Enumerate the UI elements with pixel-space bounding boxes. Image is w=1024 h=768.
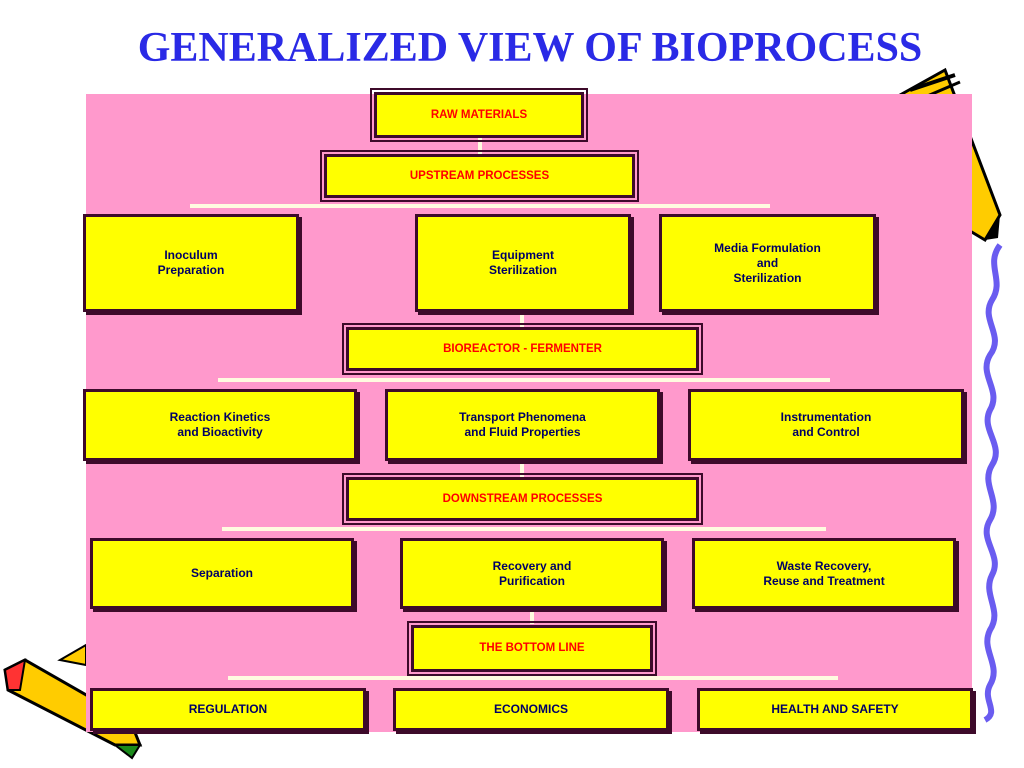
instrumentation-control-box: Instrumentation and Control	[688, 389, 964, 461]
transport-phenomena-box: Transport Phenomena and Fluid Properties	[385, 389, 660, 461]
slide-title: GENERALIZED VIEW OF BIOPROCESS	[137, 25, 923, 71]
inoculum-preparation-box: Inoculum Preparation	[83, 214, 299, 312]
connector	[478, 138, 482, 154]
regulation-box: REGULATION	[90, 688, 366, 731]
bioreactor-fermenter-box: BIOREACTOR - FERMENTER	[342, 323, 703, 375]
raw-materials-box: RAW MATERIALS	[370, 88, 588, 142]
reaction-kinetics-box: Reaction Kinetics and Bioactivity	[83, 389, 357, 461]
connector	[222, 527, 826, 531]
squiggle-border	[983, 243, 1003, 723]
waste-recovery-box: Waste Recovery, Reuse and Treatment	[692, 538, 956, 609]
bottom-line-box: THE BOTTOM LINE	[407, 621, 657, 676]
equipment-sterilization-box: Equipment Sterilization	[415, 214, 631, 312]
media-formulation-box: Media Formulation and Sterilization	[659, 214, 876, 312]
connector	[218, 378, 830, 382]
connector	[228, 676, 838, 680]
upstream-processes-box: UPSTREAM PROCESSES	[320, 150, 639, 202]
recovery-purification-box: Recovery and Purification	[400, 538, 664, 609]
connector	[520, 462, 524, 478]
separation-box: Separation	[90, 538, 354, 609]
connector	[520, 312, 524, 328]
economics-box: ECONOMICS	[393, 688, 669, 731]
connector	[530, 610, 534, 624]
connector	[190, 204, 770, 208]
health-safety-box: HEALTH AND SAFETY	[697, 688, 973, 731]
downstream-processes-box: DOWNSTREAM PROCESSES	[342, 473, 703, 525]
